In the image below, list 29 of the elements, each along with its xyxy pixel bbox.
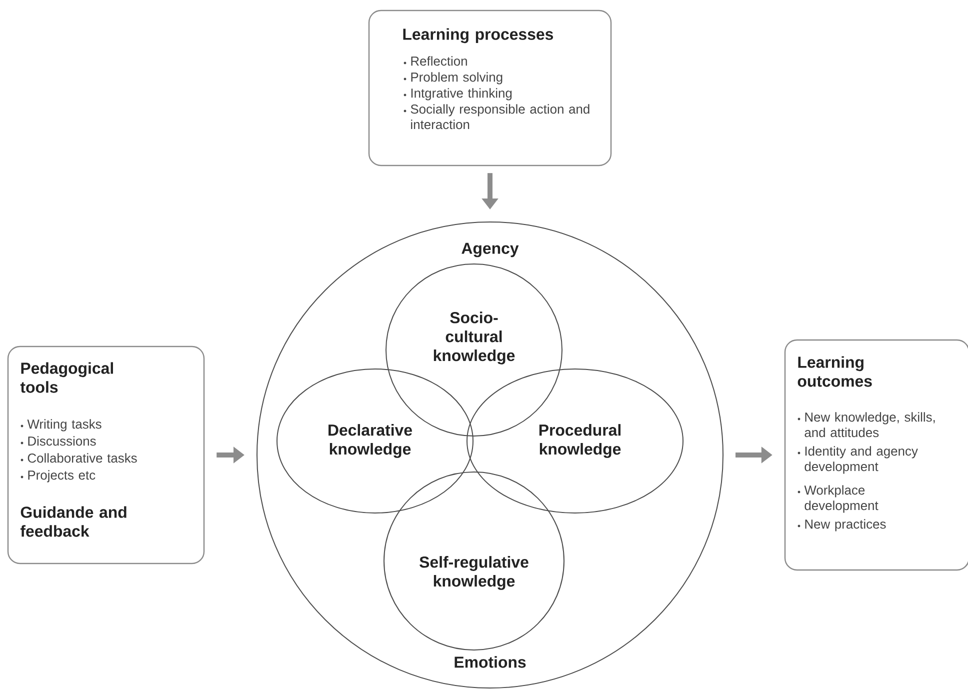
circle-label: Procedural knowledge bbox=[539, 424, 621, 458]
outer-circle bbox=[256, 221, 724, 688]
knowledge-circle bbox=[466, 368, 684, 514]
circle-label: Declarative knowledge bbox=[328, 424, 412, 458]
text-box bbox=[784, 339, 968, 571]
bullet-item: Reflection bbox=[404, 56, 467, 66]
box-heading: Learning processes bbox=[403, 28, 554, 44]
bullet-item: Writing tasks bbox=[20, 419, 102, 432]
bullet-item: Collaborative tasks bbox=[20, 453, 137, 463]
bullet-item: New knowledge, skills, and attitudes bbox=[798, 412, 935, 438]
box-heading: Pedagogical tools bbox=[20, 362, 113, 393]
circle-label: Socio-cultural knowledge bbox=[434, 312, 515, 364]
circle-label: Agency bbox=[462, 242, 519, 258]
box-heading: Learning outcomes bbox=[798, 356, 872, 387]
bullet-item: Projects etc bbox=[20, 470, 96, 482]
text-box bbox=[7, 346, 205, 564]
box-heading: Guidande and feedback bbox=[20, 506, 126, 537]
bullet-item: Problem solving bbox=[404, 72, 502, 84]
bullet-item: New practices bbox=[798, 519, 886, 532]
bullet-item: Discussions bbox=[20, 436, 96, 446]
circle-label: Self-regulative knowledge bbox=[420, 556, 528, 590]
knowledge-circle bbox=[384, 471, 564, 650]
bullet-item: Identity and agency development bbox=[798, 446, 918, 474]
text-box bbox=[368, 10, 612, 166]
circle-label: Emotions bbox=[454, 656, 526, 668]
bullet-item: Socially responsible action and interaction bbox=[404, 104, 590, 130]
knowledge-circle bbox=[276, 368, 474, 514]
bullet-item: Intgrative thinking bbox=[404, 88, 512, 100]
bullet-item: Workplace development bbox=[798, 485, 878, 513]
